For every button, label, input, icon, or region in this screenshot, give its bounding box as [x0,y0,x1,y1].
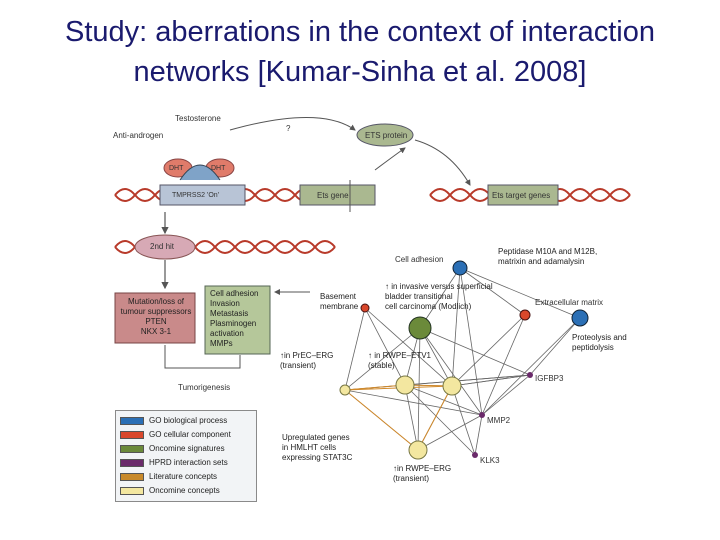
tumorigenesis-label: Tumorigenesis [178,383,231,392]
cell-adhesion-label: Cell adhesion [395,255,444,264]
node-rwpe-erg [408,440,428,460]
node-mmp2 [479,412,485,418]
node-rwpe-etv1 [395,375,415,395]
klk3-label: KLK3 [480,456,500,465]
ets-protein-label: ETS protein [365,131,408,140]
node-klk3 [472,452,478,458]
node-proteolysis [571,309,589,327]
legend-item: HPRD interaction sets [120,458,228,468]
tmprss2-box [159,184,246,206]
tmprss2-label: TMPRSS2 'On' [172,192,220,199]
invasive-label: ↑ in invasive versus superficial bladder… [385,282,493,311]
ets-protein-shape [356,123,414,147]
mutation-box: Mutation/loss of tumour suppressors PTEN… [120,297,192,336]
legend-item: Oncomine concepts [120,486,220,496]
legend: GO biological process GO cellular compon… [115,410,257,502]
extracellular-matrix-label: Extracellular matrix [535,298,604,307]
mutation-box-shape [114,292,196,344]
legend-item: Oncomine signatures [120,444,225,454]
basement-membrane-label: Basement membrane [320,292,359,311]
rwpe-etv1-label: ↑ in RWPE–ETV1 (stable) [368,351,431,370]
anti-androgen-label: Anti-androgen [113,131,164,140]
ets-gene-label: Ets gene [317,191,349,200]
rwpe-erg-label: ↑in RWPE–ERG (transient) [393,464,452,483]
testosterone-label: Testosterone [175,114,221,123]
second-hit-label: 2nd hit [150,242,175,251]
features-box: Cell adhesion Invasion Metastasis Plasmi… [210,289,259,348]
features-box-shape [204,285,271,355]
node-center [442,376,462,396]
igfbp3-label: IGFBP3 [535,374,564,383]
legend-item: GO cellular component [120,430,231,440]
mmp2-label: MMP2 [487,416,511,425]
ets-gene-box [299,184,376,206]
node-prec-erg [339,384,351,396]
ets-target-genes-label: Ets target genes [492,191,551,200]
second-hit-shape [134,234,196,260]
question-label: ? [286,124,291,133]
node-igfbp3 [527,372,533,378]
peptidase-label: Peptidase M10A and M12B, matrixin and ad… [498,247,598,266]
legend-item: Literature concepts [120,472,217,482]
prec-erg-label: ↑in PrEC–ERG (transient) [280,351,334,370]
dht-right-label: DHT [211,165,226,172]
slide-title-line-1: Study: aberrations in the context of int… [64,16,655,48]
androgen-receptor [179,164,221,181]
dht-left-label: DHT [169,165,184,172]
ets-target-genes-box [487,184,559,206]
node-invasive [408,316,432,340]
upregulated-label: Upregulated genes in HMLHT cells express… [282,433,353,462]
node-basement [360,303,370,313]
legend-item: GO biological process [120,416,227,426]
proteolysis-label: Proteolysis and peptidolysis [572,333,627,352]
node-cell-adhesion [452,260,468,276]
node-extracellular [519,309,531,321]
slide-title-line-2: networks [Kumar-Sinha et al. 2008] [133,56,587,88]
